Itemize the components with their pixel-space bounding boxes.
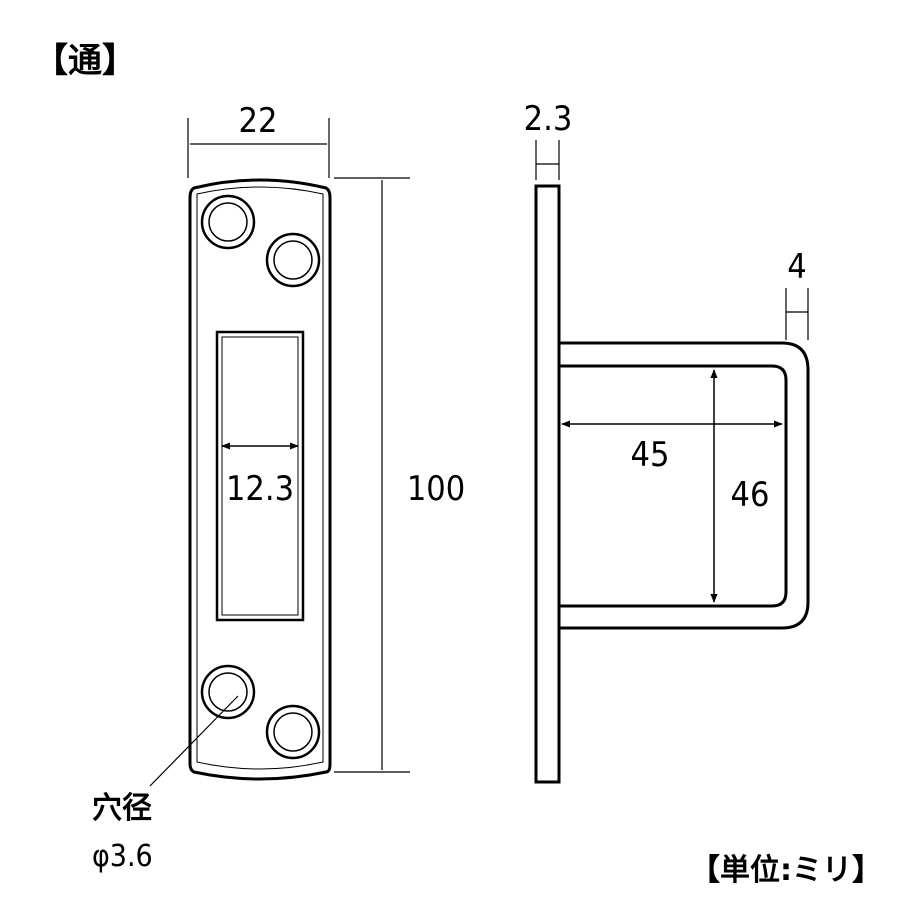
strike-loop-inner: [559, 364, 788, 608]
latch-slot-inner: [221, 336, 299, 616]
hole-diameter-label-line1: 穴径: [92, 791, 152, 826]
depth-dimension-label: 45: [631, 435, 670, 475]
screw-hole: [200, 664, 256, 720]
plate-side-profile: [534, 184, 561, 784]
screw-hole: [265, 232, 321, 288]
page-title: 【通】: [34, 41, 136, 81]
hole-leader-line: [149, 695, 239, 787]
wire-dimension-label: 4: [787, 247, 806, 287]
width-dimension-label: 22: [239, 101, 278, 141]
front-view: 22 12.3 100: [92, 101, 465, 874]
screw-hole: [265, 704, 321, 760]
latch-slot: [215, 330, 305, 622]
strike-plate-inner-edge: [196, 186, 324, 770]
unit-note: 【単位:ミリ】: [690, 853, 882, 888]
hole-diameter-label-line2: φ3.6: [92, 839, 153, 874]
side-view: 2.3 4 45 46: [524, 99, 810, 784]
screw-hole: [200, 194, 256, 250]
loop-height-dimension-label: 46: [731, 475, 770, 515]
slot-width-dimension-label: 12.3: [226, 469, 294, 509]
strike-loop-outer: [559, 341, 810, 630]
height-dimension-label: 100: [407, 469, 465, 509]
plate-thickness-dimension-label: 2.3: [524, 99, 573, 139]
